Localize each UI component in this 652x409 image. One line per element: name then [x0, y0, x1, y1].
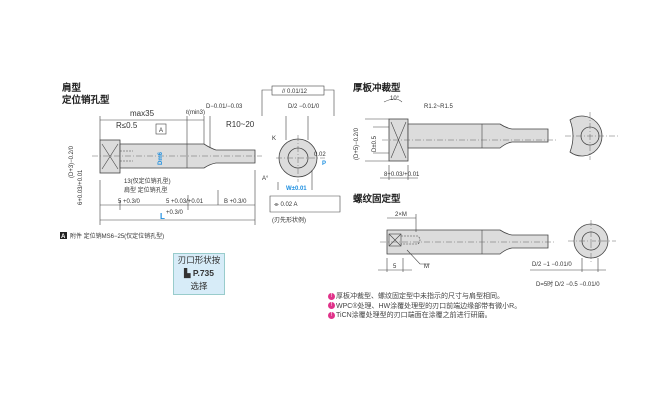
thick-thickness: 8+0.03/+0.01: [384, 172, 420, 178]
dim-m: M: [424, 264, 429, 270]
dim-b: B +0.3/0: [224, 199, 247, 205]
l-min: ℓ(min3): [186, 109, 205, 116]
end-view-shoulder: [261, 85, 341, 213]
dim-13: 13(仅定位销孔型): [124, 177, 171, 185]
shoulder-title: 肩型: [61, 82, 82, 94]
dim-l: L: [160, 212, 165, 221]
symmetry-tolerance: ⌯ 0.02 A: [274, 202, 297, 208]
dim-5b: 5 +0.03/+0.01: [166, 199, 204, 205]
dim-5a: 5 +0.3/0: [118, 199, 141, 205]
pin-hole-title: 定位销孔型: [61, 94, 110, 106]
tip-example: (刃先形状例): [272, 216, 306, 224]
dim-13-sub: 肩型 定位销孔型: [124, 186, 168, 194]
thick-head-height: (D+5)−0.2/0: [354, 127, 360, 160]
pin-icon: !: [328, 302, 335, 310]
d-tolerance: D−0.01/−0.03: [206, 104, 243, 110]
accessory-label: A: [61, 234, 66, 240]
note-item: !TiCN涂覆处理型的刃口端面在涂覆之前进行研磨。: [328, 311, 521, 321]
accessory-note: 附件 定位销MS6−25(仅定位销孔型): [70, 232, 164, 240]
screw-d5: D=5时 D/2 −0.5 −0.01/0: [536, 280, 600, 288]
max-length: max35: [130, 109, 155, 118]
thick-plate-punch: [365, 98, 618, 180]
dim-l-tol: +0.3/0: [166, 210, 184, 216]
note-item: !WPC®处理、HW涂覆处理型的刃口前端边缘部带有微小R。: [328, 302, 521, 312]
note-item: !厚板冲裁型、螺纹固定型中未指示的尺寸与肩型相同。: [328, 292, 521, 302]
screw-title: 螺纹固定型: [353, 193, 401, 205]
notes: !厚板冲裁型、螺纹固定型中未指示的尺寸与肩型相同。 !WPC®处理、HW涂覆处理…: [328, 292, 521, 321]
pin-icon: !: [328, 292, 335, 300]
dim-p: P: [322, 161, 326, 167]
dim-w: W±0.01: [286, 186, 307, 192]
screw-punch: [378, 214, 616, 272]
head-radius: R≤0.5: [116, 121, 138, 130]
dim-5: 5: [393, 264, 397, 270]
pin-icon: !: [328, 311, 335, 319]
screw-half-d: D/2 −1 −0.01/0: [532, 262, 572, 268]
parallelism: // 0.01/12: [282, 89, 308, 95]
angle-10: 10°: [390, 96, 400, 102]
dim-2m: 2×M: [395, 212, 407, 218]
ref-page: P.735: [192, 268, 215, 278]
ref-line3: 选择: [190, 281, 208, 291]
thick-radius: R1.2~R1.5: [424, 104, 454, 110]
taper-radius: R10~20: [226, 120, 255, 129]
dim-k: K: [272, 136, 276, 142]
datum-a: A: [159, 128, 163, 134]
p-tolerance: 0.02: [314, 152, 326, 158]
thick-d-tol: D±0.5: [372, 135, 378, 152]
head-height: (D+3)−0.2/0: [69, 145, 75, 178]
blade-shape-reference[interactable]: 刃口形状按 ▙ P.735 选择: [173, 253, 225, 295]
thick-plate-title: 厚板冲裁型: [353, 82, 401, 94]
half-d: D/2 −0.01/0: [288, 104, 320, 110]
page-icon: ▙: [183, 268, 191, 278]
head-thickness: 6+0.03/+0.01: [78, 169, 84, 205]
d-m6: Dm6: [158, 151, 164, 165]
angle-a: A°: [262, 176, 269, 182]
shoulder-punch: [92, 116, 262, 225]
ref-line1: 刃口形状按: [177, 255, 221, 265]
